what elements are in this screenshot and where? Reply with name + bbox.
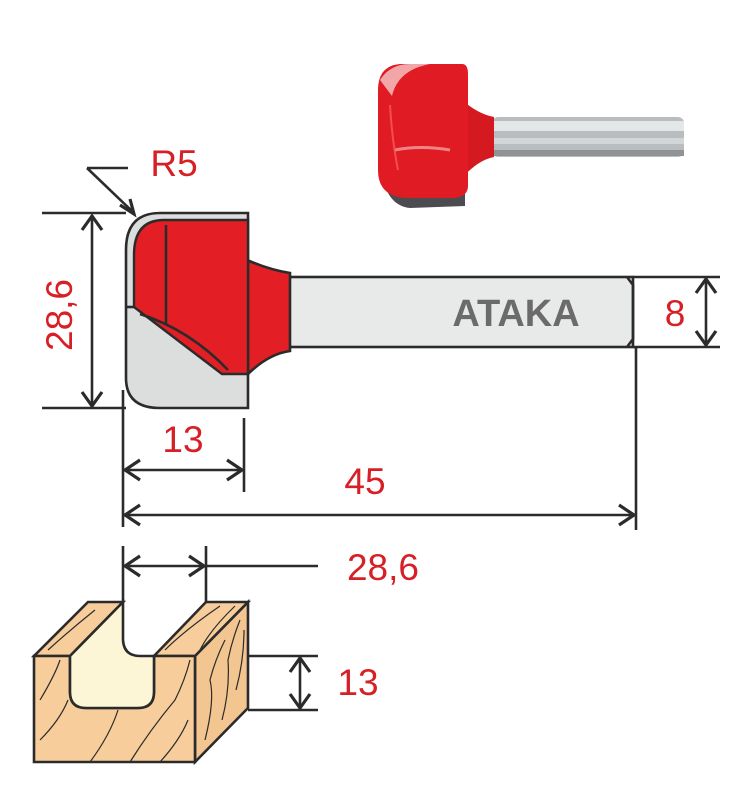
photo-highlight (380, 64, 430, 96)
wood-grain (39, 605, 245, 763)
radius-label: R5 (150, 143, 197, 184)
groove-depth-label: 13 (337, 662, 378, 703)
product-photo (378, 64, 684, 208)
cutting-length-label: 13 (162, 419, 203, 460)
photo-shank (492, 117, 684, 157)
r5-arrow (119, 198, 137, 218)
cutter-body (132, 218, 250, 376)
shank-diameter-label: 8 (665, 293, 686, 334)
brand-label: ATAKA (452, 293, 579, 335)
photo-cutter-body (378, 64, 468, 198)
cutting-length-dimension: 13 (121, 390, 246, 527)
cutting-diameter-label: 28,6 (39, 279, 80, 351)
cutter-bevel-line (139, 312, 229, 371)
groove (68, 598, 156, 710)
overall-length-label: 45 (344, 461, 385, 502)
shank-diameter-dimension: 8 (633, 275, 720, 349)
groove-depth-dimension: 13 (248, 654, 379, 712)
shank (286, 275, 635, 349)
shank-chamfer (625, 276, 635, 348)
cutter-neck (245, 258, 292, 379)
cutting-diameter-dimension: 28,6 (39, 211, 126, 410)
photo-neck (462, 100, 494, 178)
r5-leader (86, 166, 135, 214)
overall-length-dimension: 45 (122, 347, 638, 530)
groove-width-dimension: 28,6 (121, 546, 419, 602)
technical-drawing: ATAKA R5 28,6 8 (39, 143, 720, 530)
wood-block-illustration: 28,6 13 (30, 546, 419, 766)
groove-width-label: 28,6 (347, 547, 419, 588)
